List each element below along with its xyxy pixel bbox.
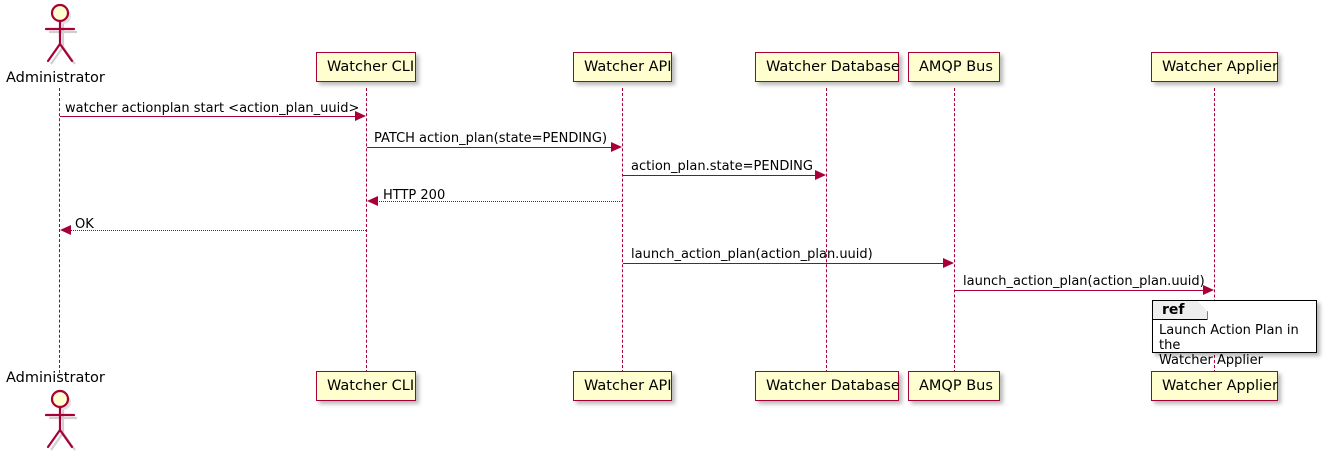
participant-watcher-cli-bottom[interactable]: Watcher CLI <box>316 371 416 401</box>
participant-watcher-applier-top[interactable]: Watcher Applier <box>1151 52 1278 82</box>
message-arrowhead-launch-action-plan-bus-to-applier <box>1203 285 1214 295</box>
actor-administrator-top-label: Administrator <box>6 70 105 86</box>
actor-administrator-bottom-figure <box>34 388 86 456</box>
participant-watcher-cli-top[interactable]: Watcher CLI <box>316 52 416 82</box>
participant-amqp-bus-top[interactable]: AMQP Bus <box>908 52 1000 82</box>
lifeline-watcher-cli <box>366 88 367 373</box>
message-label-patch-action-plan: PATCH action_plan(state=PENDING) <box>374 131 608 146</box>
message-label-ok: OK <box>75 217 94 232</box>
message-line-patch-action-plan <box>367 147 612 148</box>
message-line-watcher-actionplan-start <box>60 116 356 117</box>
ref-fragment-body-text: Launch Action Plan in the Watcher Applie… <box>1159 323 1299 368</box>
participant-watcher-database-top[interactable]: Watcher Database <box>755 52 900 82</box>
message-arrowhead-http-200 <box>367 196 378 206</box>
message-line-http-200 <box>377 201 622 202</box>
message-line-action-plan-state-pending <box>623 175 816 176</box>
message-label-action-plan-state-pending: action_plan.state=PENDING <box>631 159 813 174</box>
message-arrowhead-action-plan-state-pending <box>815 170 826 180</box>
actor-administrator-top-figure <box>34 2 86 72</box>
participant-watcher-applier-bottom[interactable]: Watcher Applier <box>1151 371 1278 401</box>
message-arrowhead-patch-action-plan <box>611 142 622 152</box>
lifeline-watcher-database <box>826 88 827 373</box>
ref-fragment-tab-label: ref <box>1153 301 1208 320</box>
lifeline-administrator <box>59 88 60 373</box>
participant-watcher-database-bottom[interactable]: Watcher Database <box>755 371 900 401</box>
message-line-ok <box>70 230 366 231</box>
message-label-http-200: HTTP 200 <box>383 188 446 203</box>
message-arrowhead-launch-action-plan-api-to-bus <box>943 258 954 268</box>
participant-amqp-bus-bottom[interactable]: AMQP Bus <box>908 371 1000 401</box>
lifeline-watcher-applier <box>1214 88 1215 373</box>
message-arrowhead-watcher-actionplan-start <box>355 111 366 121</box>
message-line-launch-action-plan-bus-to-applier <box>955 290 1204 291</box>
lifeline-watcher-api <box>622 88 623 373</box>
participant-watcher-api-bottom[interactable]: Watcher API <box>573 371 672 401</box>
message-label-launch-action-plan-api-to-bus: launch_action_plan(action_plan.uuid) <box>631 247 873 262</box>
participant-watcher-api-top[interactable]: Watcher API <box>573 52 672 82</box>
lifeline-amqp-bus <box>954 88 955 373</box>
message-label-launch-action-plan-bus-to-applier: launch_action_plan(action_plan.uuid) <box>963 274 1205 289</box>
message-label-watcher-actionplan-start: watcher actionplan start <action_plan_uu… <box>65 101 360 116</box>
message-arrowhead-ok <box>60 225 71 235</box>
ref-fragment[interactable]: ref Launch Action Plan in the Watcher Ap… <box>1152 300 1317 368</box>
message-line-launch-action-plan-api-to-bus <box>623 263 944 264</box>
actor-administrator-bottom-label: Administrator <box>6 370 105 386</box>
